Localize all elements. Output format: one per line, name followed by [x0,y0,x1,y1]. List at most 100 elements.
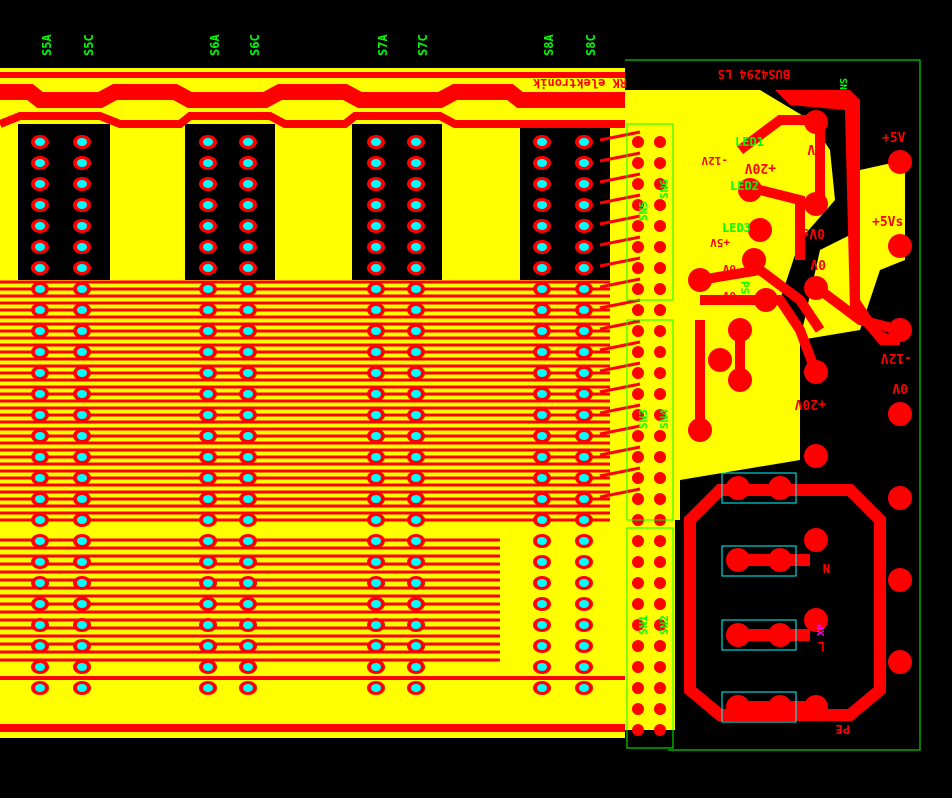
drill [579,180,589,188]
fanout-trace [599,235,641,247]
pin-pad [632,577,644,589]
pin-pad [632,493,644,505]
drill [203,474,213,482]
drill [537,264,547,272]
drill [411,159,421,167]
mains-ring [684,484,886,721]
drill [243,516,253,524]
drill [35,180,45,188]
power-pad [688,418,712,442]
label-led1: LED1 [735,135,764,149]
pin-pad [632,283,644,295]
drill [411,390,421,398]
drill [243,642,253,650]
fanout-trace [599,214,641,226]
channel-3-a [520,124,610,280]
slot-label-s7a: S7A [376,34,390,56]
drill [371,537,381,545]
drill [243,159,253,167]
label-sn4: SN4 [658,409,671,429]
drill [77,579,87,587]
pin-pad [632,199,644,211]
drill [579,243,589,251]
drill [537,432,547,440]
power-pad [804,444,828,468]
drill [537,306,547,314]
drill [579,327,589,335]
pin-pad [654,262,666,274]
drill [243,432,253,440]
drill [411,537,421,545]
power-pad [804,360,828,384]
board-edge [625,59,921,751]
pin-pad [654,136,666,148]
board-maker: RK elektronik [532,76,627,90]
pin-pad [632,220,644,232]
drill [203,516,213,524]
drill [35,558,45,566]
slot-label-s8c: S8C [584,34,598,56]
label-20v-bottom: +20V [795,396,826,411]
pin-pad [654,325,666,337]
drill [203,306,213,314]
slot-channels [18,124,610,280]
drill [203,243,213,251]
power-pad [688,268,712,292]
label-sn3: SN3 [637,409,650,429]
fanout-trace [599,424,641,436]
drill [411,264,421,272]
fanout-trace [599,193,641,205]
drill [537,243,547,251]
drill [77,159,87,167]
drill [203,663,213,671]
drill [579,453,589,461]
drill [77,390,87,398]
pin-pad [632,472,644,484]
drill [243,369,253,377]
drill [243,600,253,608]
drill [537,411,547,419]
fanout-trace [599,298,641,310]
drill [203,621,213,629]
drill [411,369,421,377]
drill [411,642,421,650]
slot-label-s7c: S7C [416,34,430,56]
drill [203,201,213,209]
drill [203,180,213,188]
drill [371,432,381,440]
pin-pad [654,346,666,358]
drill [579,306,589,314]
bus-trace-second [0,112,625,128]
pin-pad [632,346,644,358]
bus-trace-top [0,72,625,78]
drill [411,327,421,335]
label-5v-small: +5V [710,236,730,249]
drill [77,201,87,209]
drill [35,201,45,209]
drill [579,411,589,419]
drill [537,558,547,566]
fanout-trace [599,277,641,289]
drill [35,474,45,482]
drill [77,138,87,146]
pin-pad [632,136,644,148]
drill [537,600,547,608]
drill [371,516,381,524]
label-plus5v: +5V [882,131,906,146]
drill [371,495,381,503]
label-minus12v: -12V [881,350,912,365]
pin-pad [654,451,666,463]
drill [203,411,213,419]
drill [35,285,45,293]
drill [243,201,253,209]
power-pad [804,276,828,300]
drill [243,453,253,461]
drill [35,600,45,608]
pin-pad [632,619,644,631]
bus-trace-bottom [0,724,625,732]
label-0v-small2: 0V [722,289,736,302]
power-pad [768,548,792,572]
label-12v-small: -12V [701,154,728,167]
label-plus5vs: +5Vs [872,215,903,230]
channel-0-a [18,124,110,280]
